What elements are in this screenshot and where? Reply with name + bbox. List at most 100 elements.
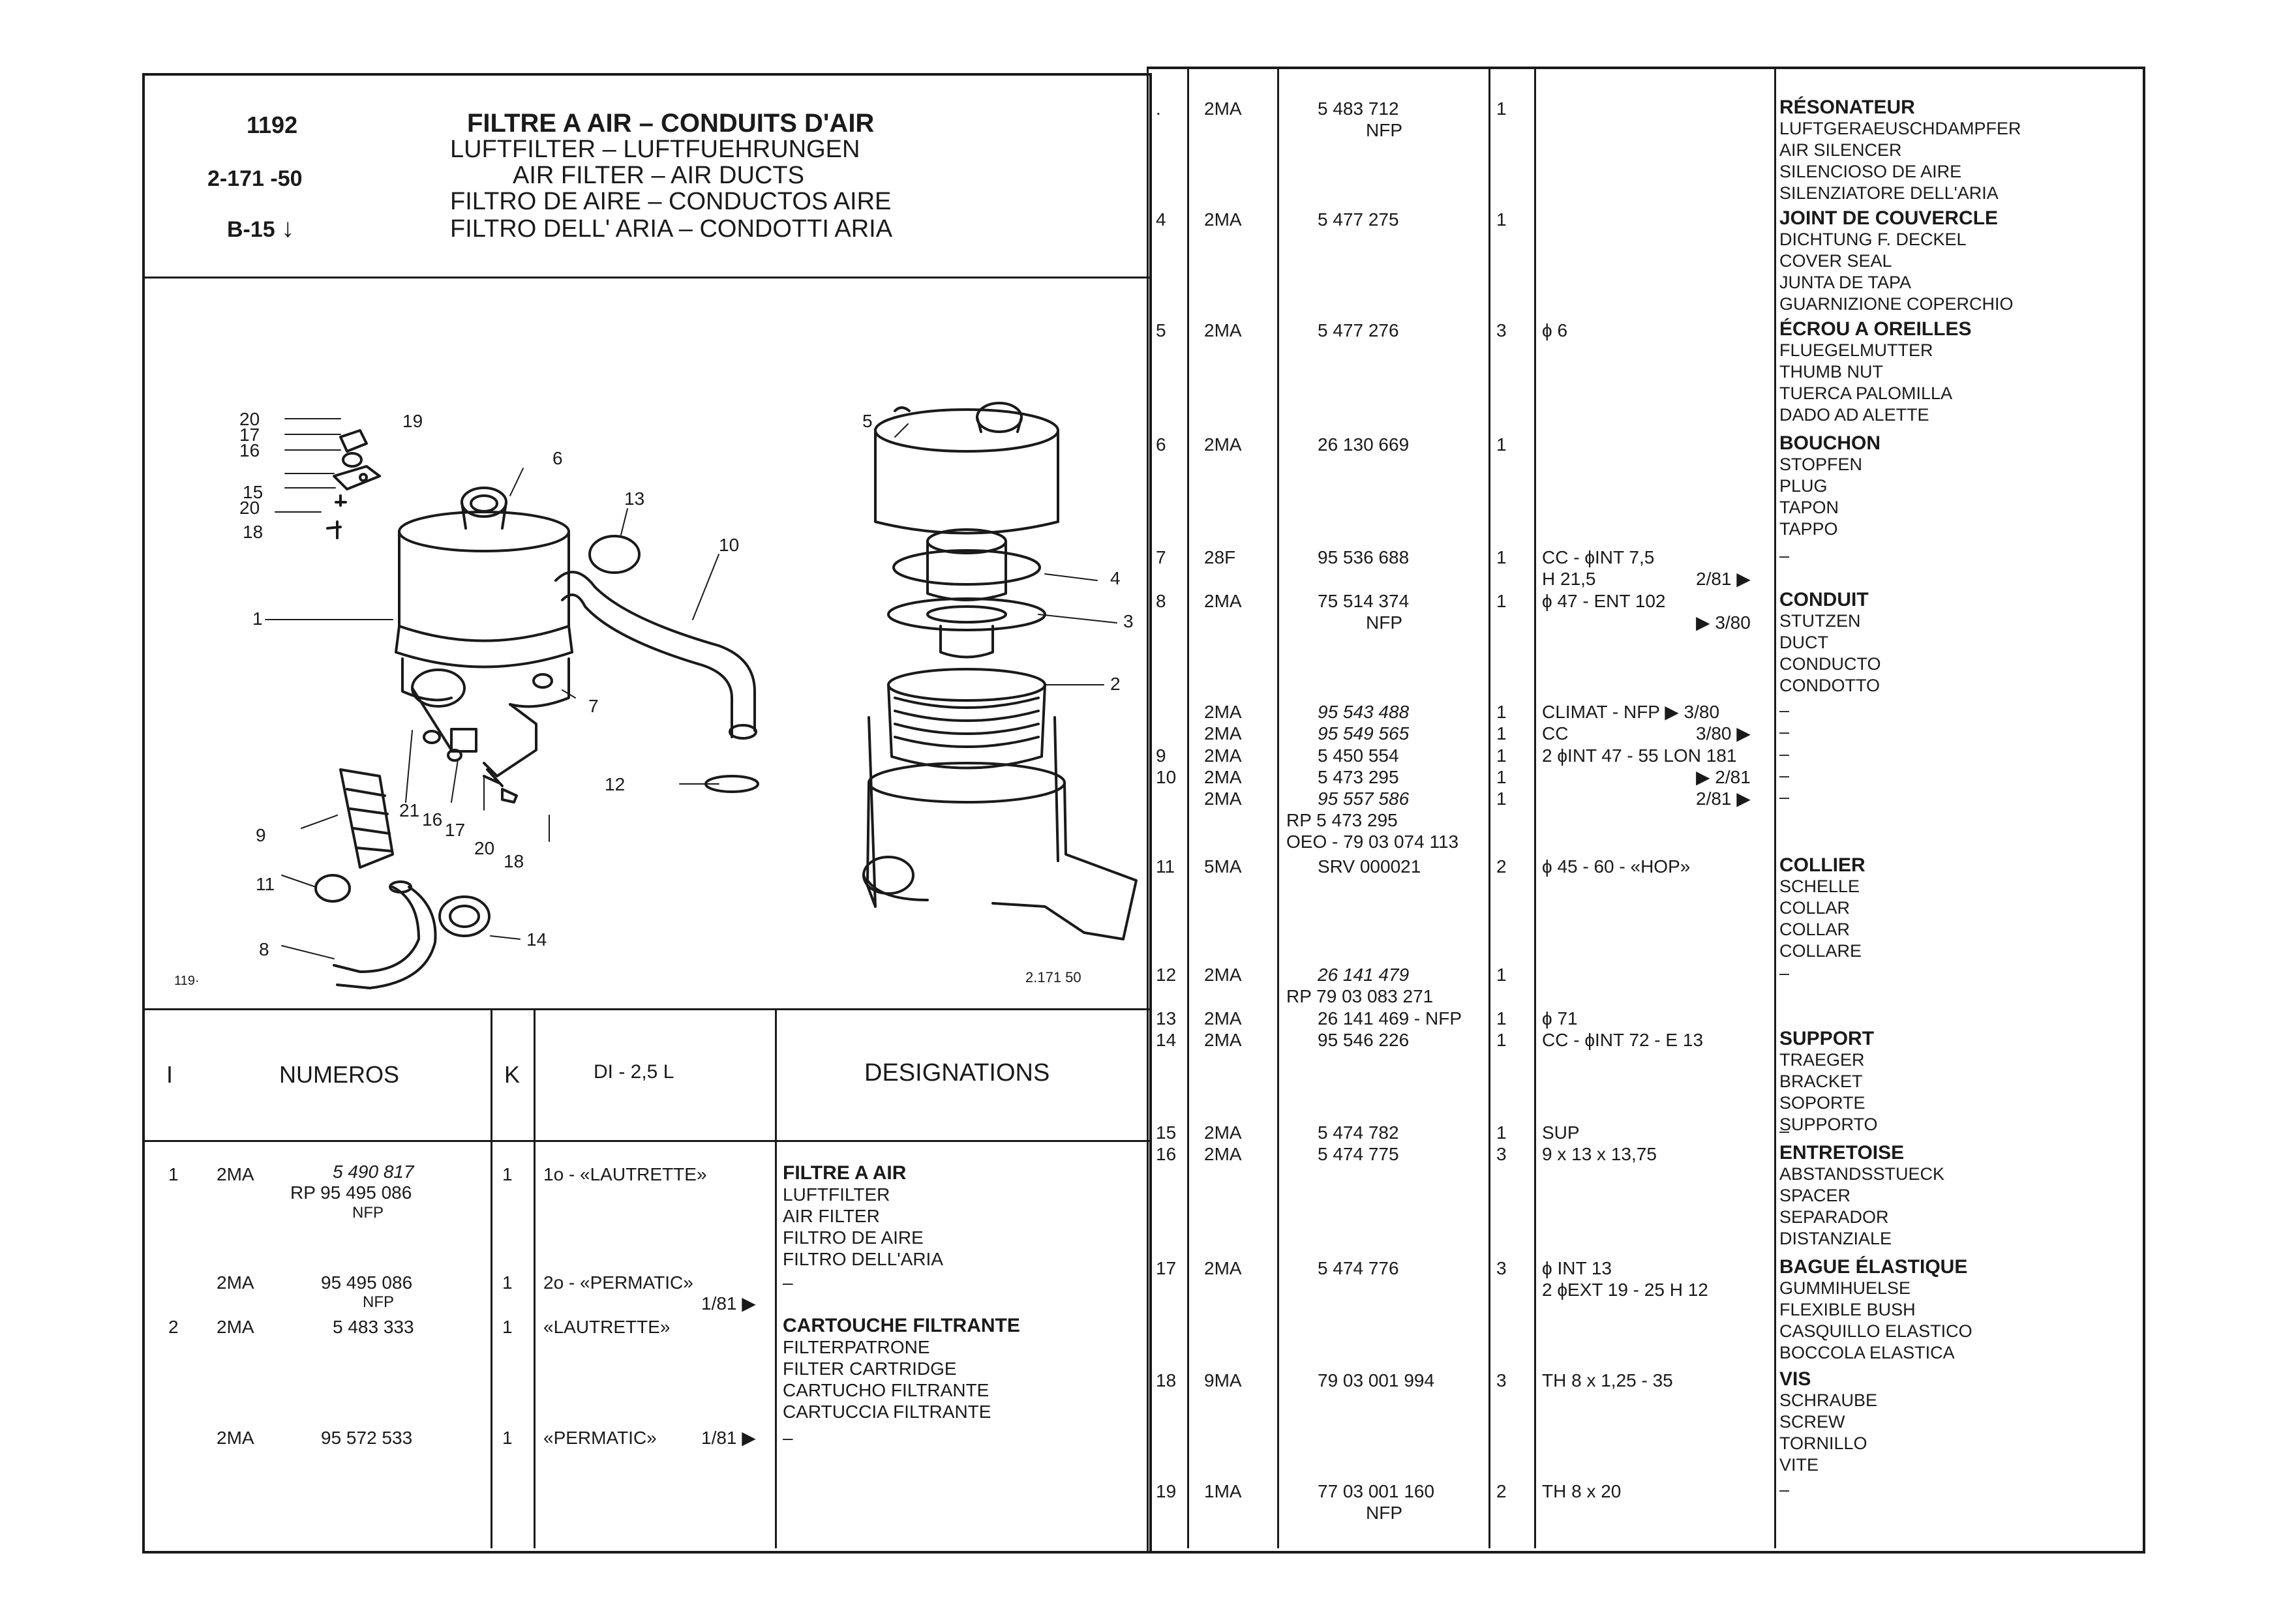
part-number-extra: NFP bbox=[1366, 120, 1402, 140]
callout-17b: 17 bbox=[445, 820, 465, 840]
part-number: 26 141 479 bbox=[1318, 965, 1410, 985]
designation-line: TAPPO bbox=[1779, 519, 1838, 539]
quantity: 1 bbox=[1496, 965, 1507, 985]
quantity: 1 bbox=[1496, 1122, 1507, 1143]
part-number: 5 474 775 bbox=[1318, 1144, 1399, 1164]
designation-line: CASQUILLO ELASTICO bbox=[1779, 1321, 1972, 1341]
callout-18b: 18 bbox=[504, 851, 524, 871]
model-code-text: B-15 bbox=[227, 217, 275, 242]
mfr-code: 2MA bbox=[1204, 745, 1242, 766]
part-number: 95 557 586 bbox=[1318, 788, 1410, 809]
callout-6: 6 bbox=[552, 448, 563, 468]
item-number: 19 bbox=[1156, 1481, 1177, 1501]
designation-line: DADO AD ALETTE bbox=[1779, 405, 1929, 425]
designation-line: SOPORTE bbox=[1779, 1093, 1865, 1113]
spec: 2 ϕEXT 19 - 25 H 12 bbox=[1542, 1280, 1708, 1300]
right-col-spec bbox=[1534, 67, 1536, 1548]
item-number: 14 bbox=[1156, 1030, 1177, 1050]
mfr-code: 2MA bbox=[1204, 434, 1242, 455]
item-number: 16 bbox=[1156, 1144, 1177, 1164]
spec: CC bbox=[1542, 723, 1569, 743]
mfr-code: 28F bbox=[1204, 547, 1236, 567]
diagram-ref-left: 119· bbox=[174, 974, 200, 988]
left-table-header-border bbox=[142, 1140, 1149, 1142]
quantity: 1 bbox=[502, 1164, 513, 1184]
mfr-code: 5MA bbox=[1204, 856, 1242, 877]
date-range: 1/81 ▶ bbox=[701, 1293, 756, 1314]
designation-line: BRACKET bbox=[1779, 1072, 1863, 1091]
spec: ϕ 45 - 60 - «HOP» bbox=[1542, 856, 1691, 877]
part-number: SRV 000021 bbox=[1318, 856, 1421, 877]
variant: 2o - «PERMATIC» bbox=[543, 1272, 693, 1293]
part-note: NFP bbox=[352, 1204, 384, 1222]
part-number: 5 473 295 bbox=[1318, 767, 1399, 787]
part-note: NFP bbox=[363, 1293, 394, 1311]
col-header-designations: DESIGNATIONS bbox=[864, 1059, 1050, 1087]
designation: – bbox=[1779, 721, 1789, 743]
quantity: 1 bbox=[502, 1317, 513, 1337]
mfr-code: 9MA bbox=[1204, 1370, 1242, 1390]
designation-line: DICHTUNG F. DECKEL bbox=[1779, 230, 1967, 249]
designation-line: – bbox=[1779, 1121, 1790, 1141]
designation-line: FLUEGELMUTTER bbox=[1779, 340, 1933, 360]
spec: ϕ 71 bbox=[1542, 1008, 1578, 1029]
spec: H 21,5 bbox=[1542, 569, 1596, 589]
spec: CC - ϕINT 72 - E 13 bbox=[1542, 1030, 1704, 1050]
quantity: 3 bbox=[1496, 1144, 1507, 1164]
mfr-code: 2MA bbox=[217, 1428, 254, 1448]
variant: «LAUTRETTE» bbox=[543, 1317, 671, 1337]
title-es: FILTRO DE AIRE – CONDUCTOS AIRE bbox=[450, 188, 892, 215]
designation-fr: CARTOUCHE FILTRANTE bbox=[783, 1315, 1020, 1336]
designation-de: FILTERPATRONE bbox=[783, 1337, 930, 1357]
mfr-code: 2MA bbox=[1204, 1030, 1242, 1050]
left-table-col-k bbox=[491, 1008, 492, 1548]
designation-line: – bbox=[1779, 744, 1790, 764]
part-number: 5 450 554 bbox=[1318, 745, 1399, 766]
designation-line: TRAEGER bbox=[1779, 1050, 1865, 1070]
part-number: 95 543 488 bbox=[1318, 702, 1410, 722]
spec: ϕ 6 bbox=[1542, 320, 1568, 340]
designation-line: BAGUE ÉLASTIQUE bbox=[1779, 1256, 1968, 1278]
part-number: 95 546 226 bbox=[1318, 1030, 1410, 1050]
part-number: 5 483 333 bbox=[333, 1317, 414, 1337]
designation-line: STUTZEN bbox=[1779, 611, 1861, 631]
callout-12: 12 bbox=[605, 774, 625, 794]
designation-es: FILTRO DE AIRE bbox=[783, 1227, 924, 1248]
designation: – bbox=[1779, 1120, 1789, 1142]
item-number: 15 bbox=[1156, 1122, 1177, 1143]
quantity: 1 bbox=[1496, 1008, 1507, 1029]
designation: FILTRE A AIR LUFTFILTER AIR FILTER FILTR… bbox=[783, 1162, 943, 1270]
diagram-ref-right: 2.171 50 bbox=[1025, 969, 1081, 985]
designation-line: JUNTA DE TAPA bbox=[1779, 273, 1912, 292]
date-range: ▶ 2/81 bbox=[1696, 767, 1751, 787]
right-col-mfr bbox=[1187, 67, 1189, 1548]
part-number: 5 483 712 bbox=[1318, 98, 1399, 119]
quantity: 1 bbox=[1496, 434, 1507, 455]
mfr-code: 2MA bbox=[217, 1164, 254, 1184]
part-number-extra: OEO - 79 03 074 113 bbox=[1286, 832, 1459, 852]
part-number: 5 477 276 bbox=[1318, 320, 1399, 340]
callout-10: 10 bbox=[719, 535, 739, 555]
designation-line: COLLAR bbox=[1779, 898, 1850, 918]
designation-line: PLUG bbox=[1779, 476, 1828, 496]
quantity: 1 bbox=[1496, 723, 1507, 743]
part-number: 26 130 669 bbox=[1318, 434, 1410, 455]
designation-line: COLLAR bbox=[1779, 920, 1850, 939]
right-filter-assembly bbox=[862, 402, 1138, 940]
quantity: 1 bbox=[1496, 702, 1507, 722]
designation-fr: – bbox=[783, 1272, 793, 1293]
designation-line: COVER SEAL bbox=[1779, 251, 1892, 271]
designation-line: CONDOTTO bbox=[1779, 676, 1880, 695]
part-number: 77 03 001 160 bbox=[1318, 1481, 1435, 1501]
left-filter-assembly bbox=[314, 429, 759, 989]
mfr-code: 1MA bbox=[1204, 1481, 1242, 1501]
designation-line: ENTRETOISE bbox=[1779, 1142, 1905, 1164]
item-number: 17 bbox=[1156, 1258, 1177, 1278]
mfr-code: 2MA bbox=[217, 1317, 254, 1337]
quantity: 1 bbox=[1496, 209, 1507, 230]
callout-15: 15 bbox=[243, 482, 263, 502]
designation-line: GUARNIZIONE COPERCHIO bbox=[1779, 294, 2014, 314]
